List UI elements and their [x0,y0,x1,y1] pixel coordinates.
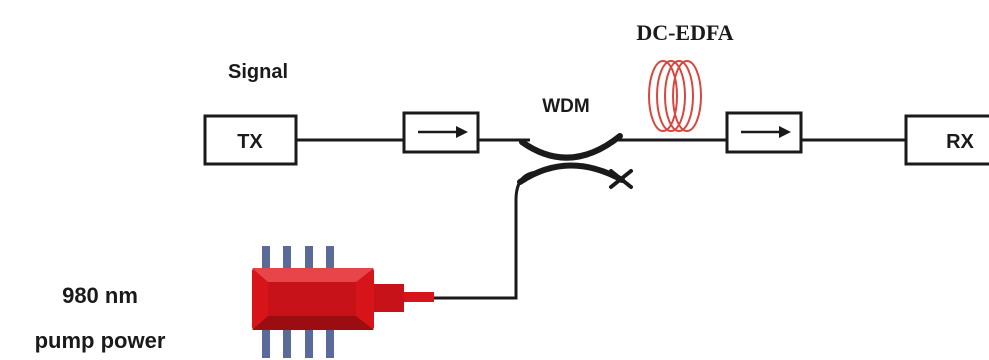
tx-label: TX [237,131,263,153]
tx-block: TX [203,114,298,166]
laser-diode-icon [252,246,434,358]
isolator-2 [725,111,803,154]
rx-label: RX [946,131,974,153]
isolator-1 [402,111,480,154]
fiber-coil-icon [648,60,702,132]
wdm-label: WDM [542,96,589,117]
pump-fiber [432,170,541,300]
arrow-right-icon [418,126,468,138]
pump-power-label: pump power [35,328,166,353]
signal-label: Signal [228,61,288,83]
dc-edfa-label: DC-EDFA [636,20,733,45]
wdm-coupler [517,133,633,189]
pump-wavelength-label: 980 nm [62,283,138,308]
rx-block: RX [904,114,989,166]
arrow-right-icon [741,126,791,138]
